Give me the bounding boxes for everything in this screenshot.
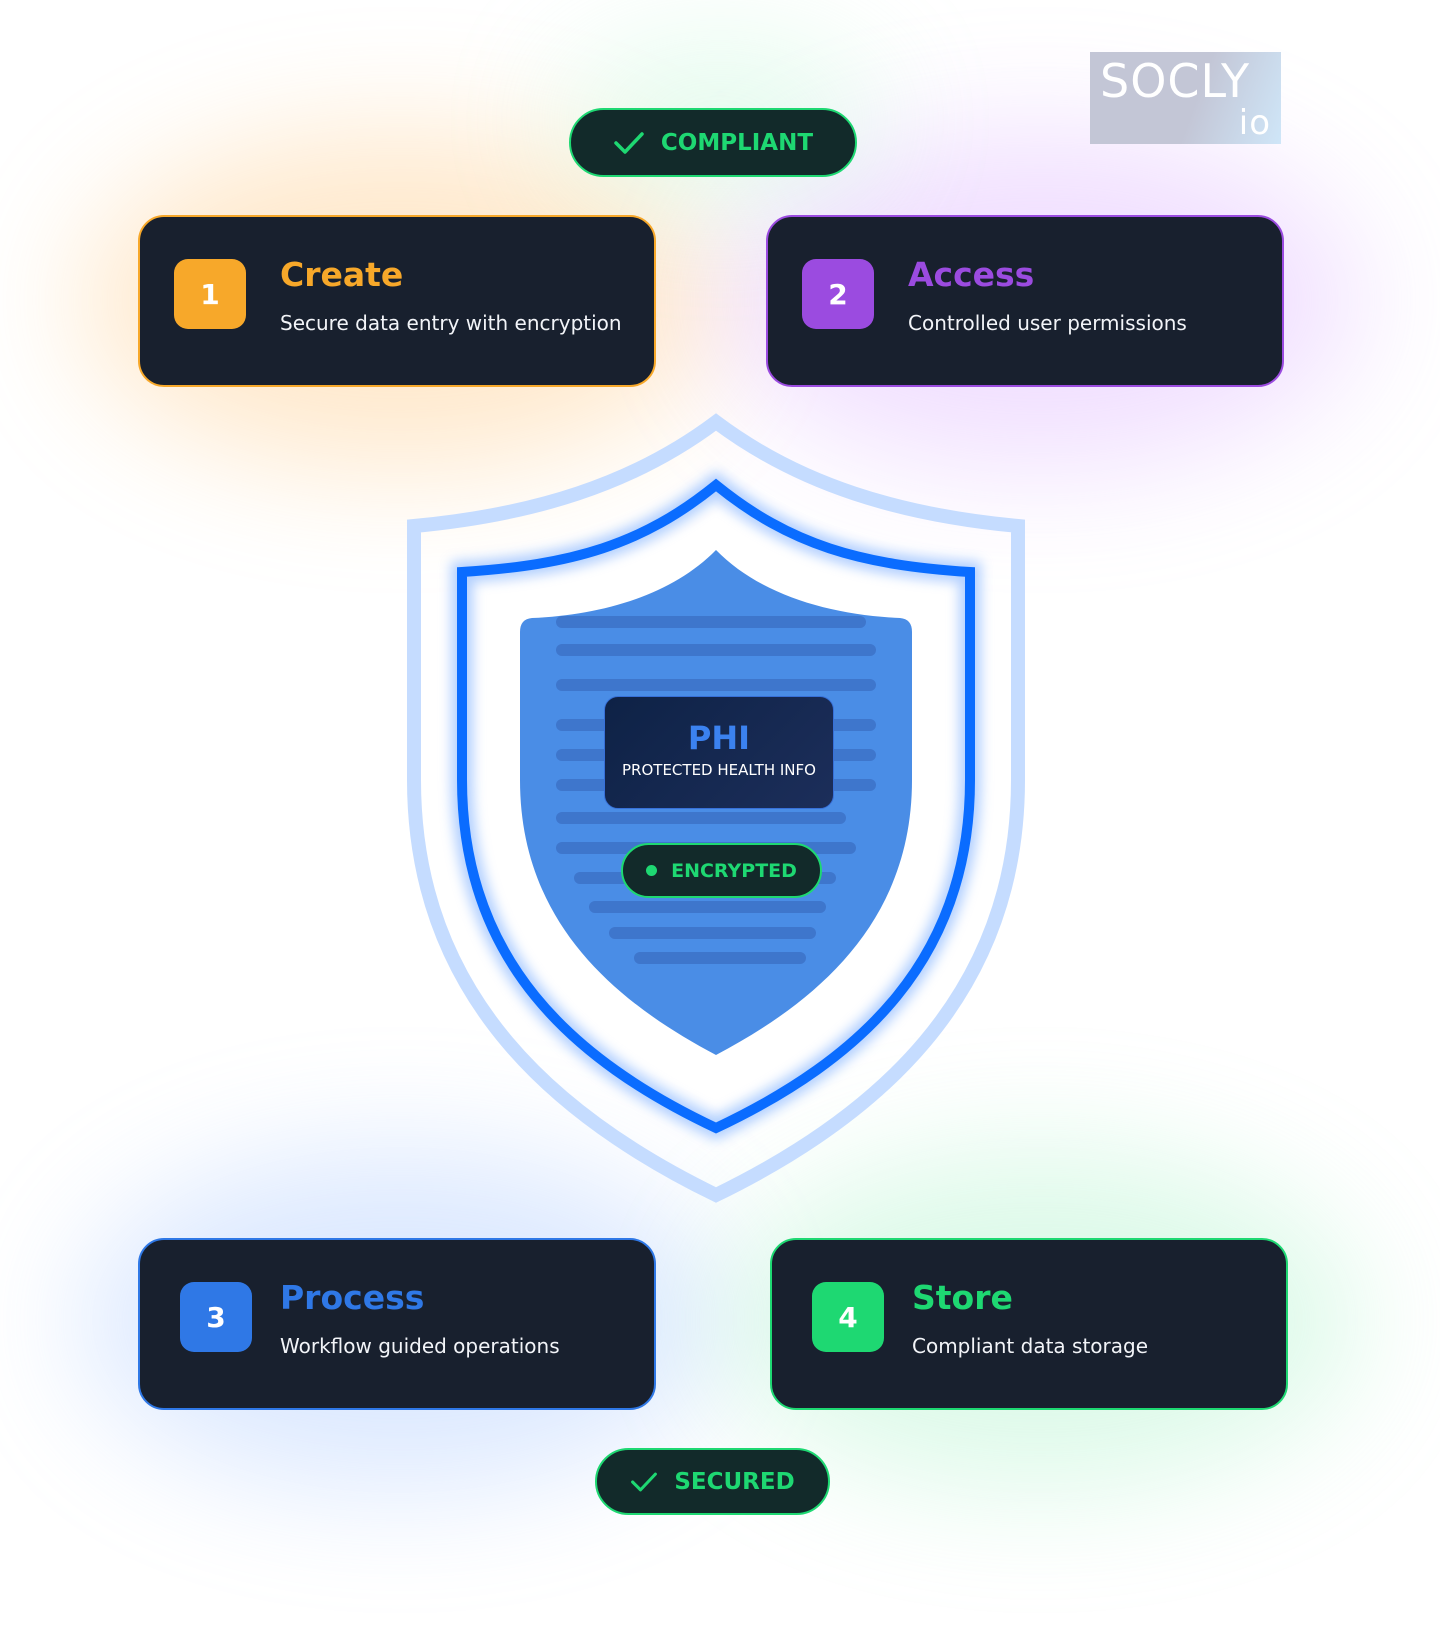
phi-subtitle: PROTECTED HEALTH INFO (622, 761, 816, 779)
step-description: Controlled user permissions (908, 311, 1187, 335)
secured-label: SECURED (674, 1468, 795, 1495)
step-title: Store (912, 1278, 1013, 1317)
step-title: Process (280, 1278, 425, 1317)
logo-text: SOCLY (1100, 54, 1251, 108)
step-description: Secure data entry with encryption (280, 311, 622, 335)
step-title: Access (908, 255, 1035, 294)
step-number: 4 (812, 1282, 884, 1352)
step-card-process: 3 Process Workflow guided operations (138, 1238, 656, 1410)
step-title: Create (280, 255, 404, 294)
compliant-label: COMPLIANT (660, 129, 814, 156)
compliant-badge: COMPLIANT (569, 108, 857, 177)
step-card-create: 1 Create Secure data entry with encrypti… (138, 215, 656, 387)
encrypted-label: ENCRYPTED (671, 859, 797, 882)
secured-badge: SECURED (595, 1448, 830, 1515)
step-card-store: 4 Store Compliant data storage (770, 1238, 1288, 1410)
step-number: 1 (174, 259, 246, 329)
step-number: 2 (802, 259, 874, 329)
shield-outer (407, 413, 1025, 1203)
status-dot-icon (646, 865, 658, 876)
step-number: 3 (180, 1282, 252, 1352)
shield-middle (457, 478, 975, 1134)
phi-card: PHI PROTECTED HEALTH INFO (604, 696, 834, 809)
logo-suffix: io (1238, 103, 1271, 143)
encrypted-badge: ENCRYPTED (621, 843, 822, 898)
check-icon (631, 1472, 658, 1491)
step-card-access: 2 Access Controlled user permissions (766, 215, 1284, 387)
check-icon (614, 131, 644, 154)
step-description: Workflow guided operations (280, 1334, 560, 1358)
step-description: Compliant data storage (912, 1334, 1149, 1358)
phi-title: PHI (687, 719, 751, 757)
shield-graphic (407, 413, 1025, 1203)
